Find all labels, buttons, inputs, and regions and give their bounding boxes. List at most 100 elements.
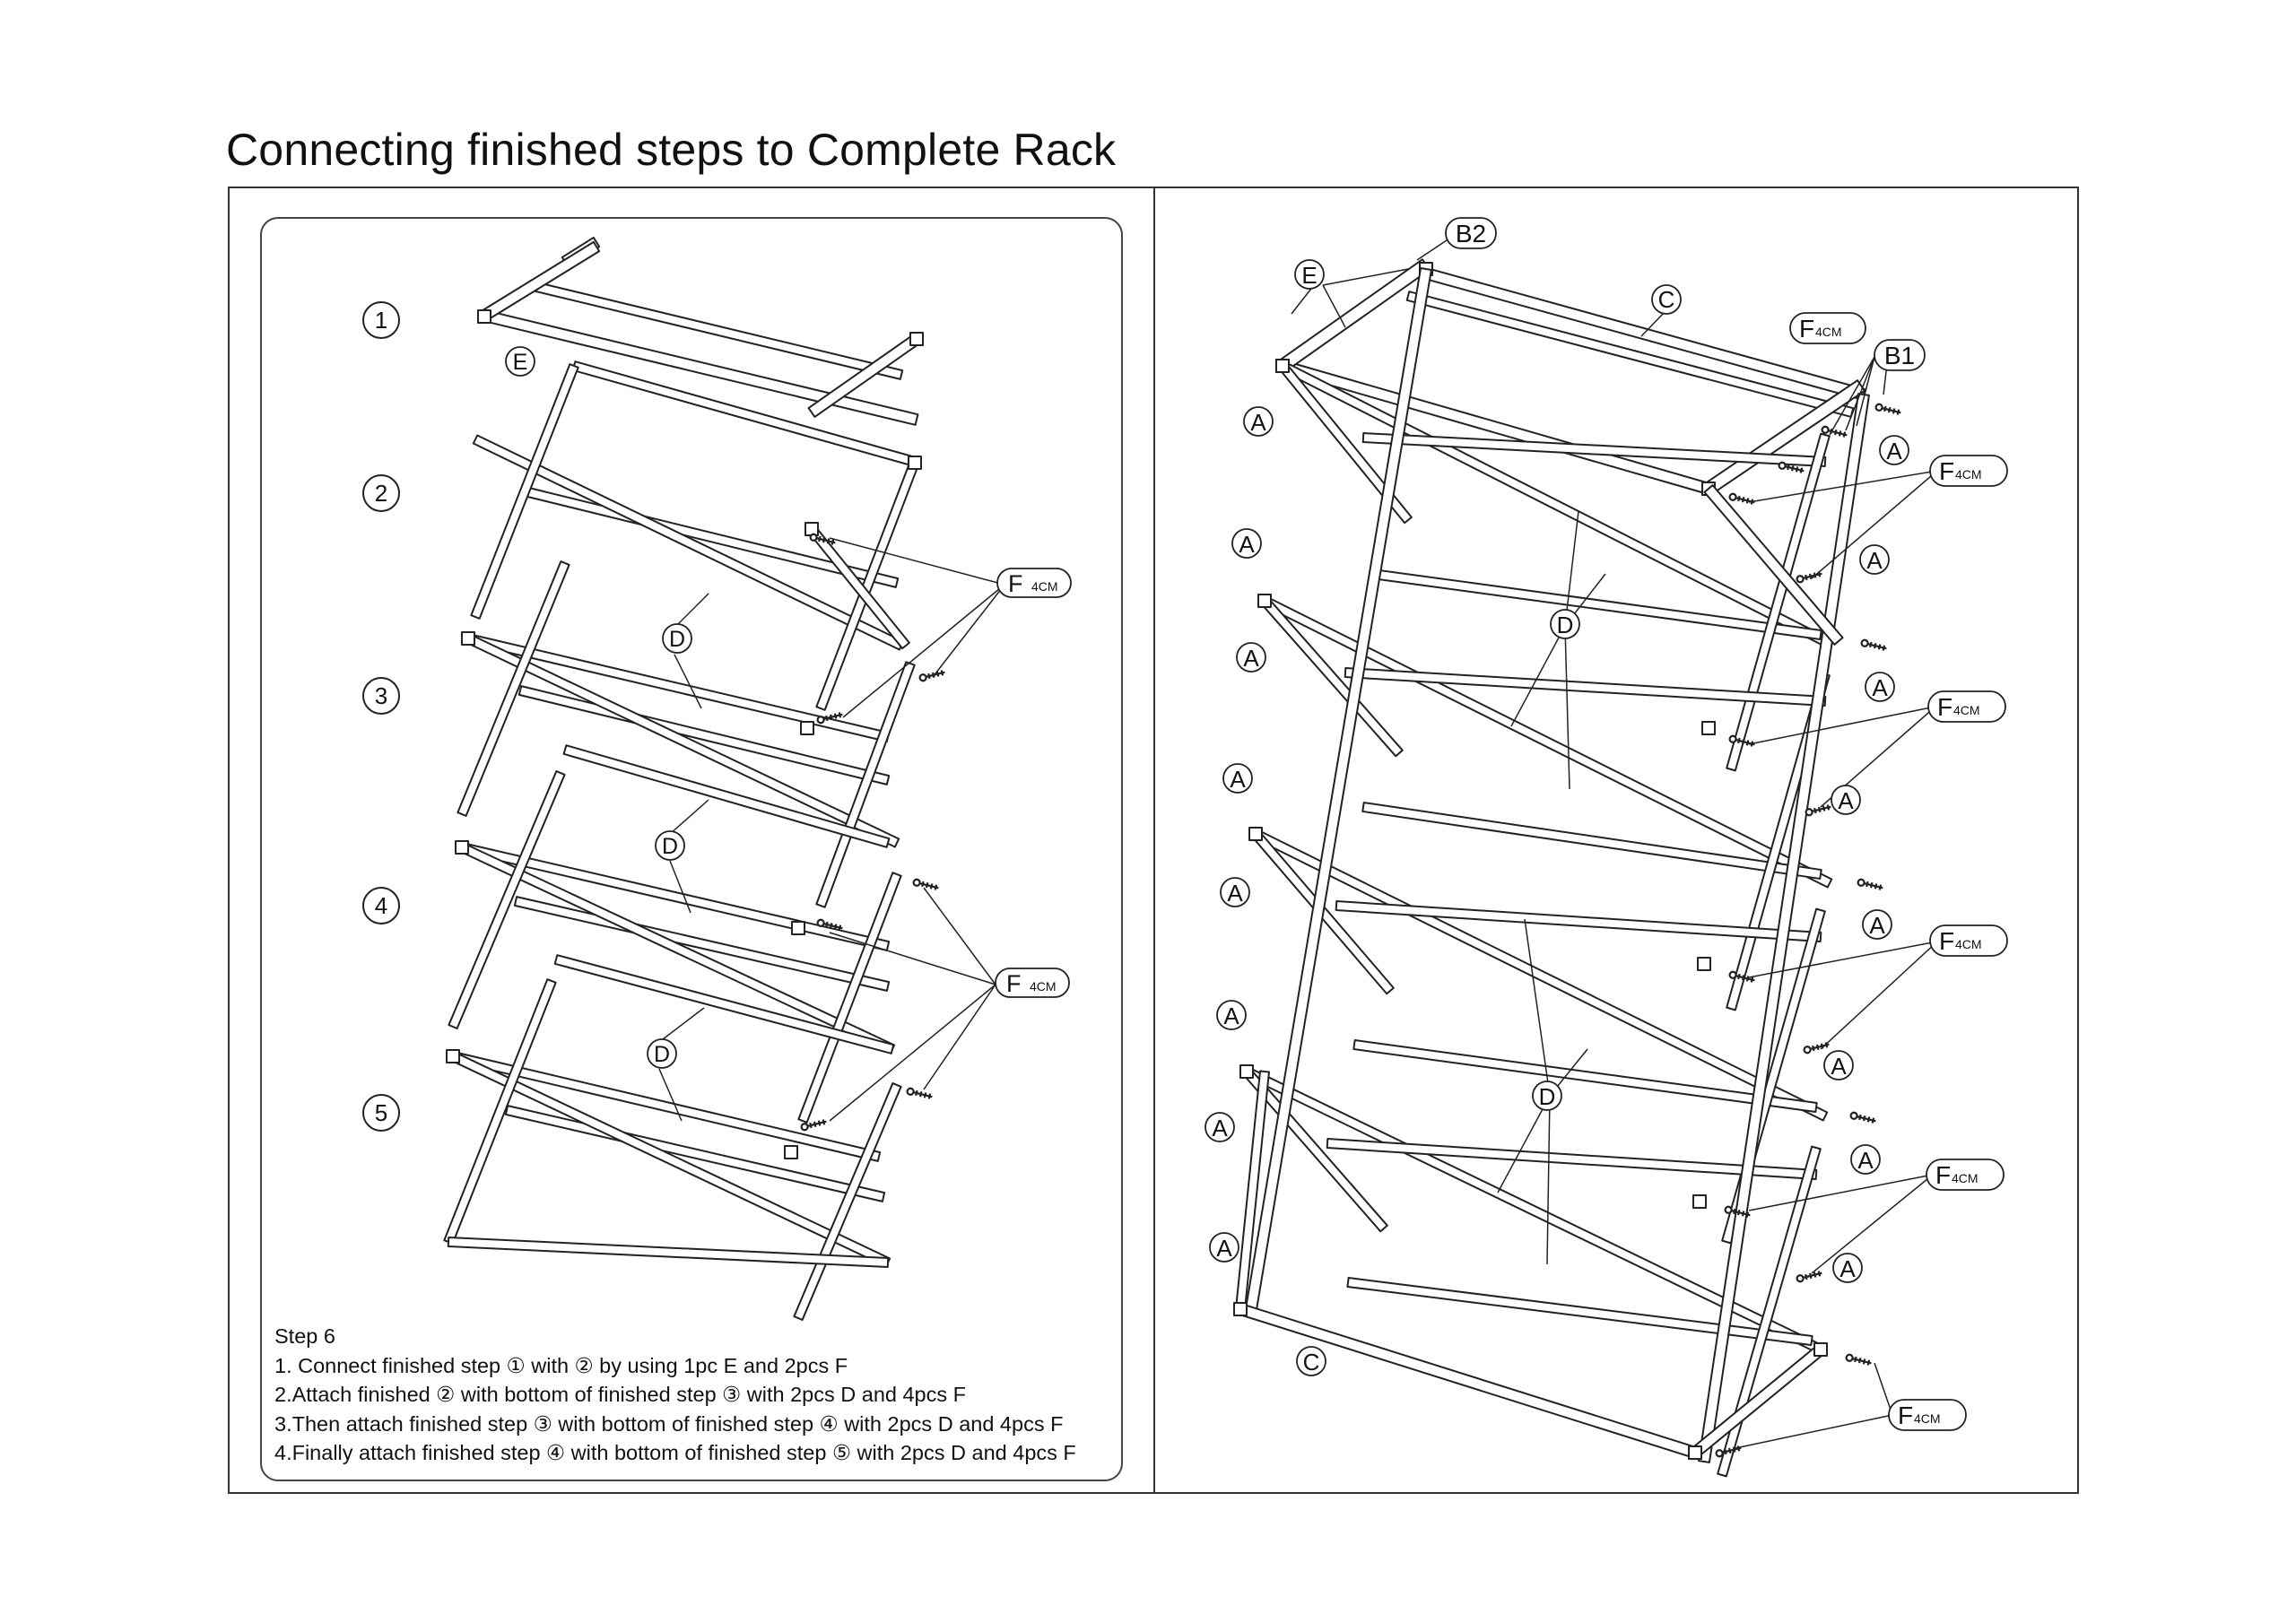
end-cap [1697,957,1711,971]
rail-3-low [562,744,891,848]
right-leader-lines [1291,234,1938,1449]
label-b1: B1 [1874,339,1926,371]
label-f-right-3: F 4CM [1929,924,2008,957]
svg-text:F: F [1006,970,1022,997]
svg-text:4CM: 4CM [1031,579,1058,594]
svg-text:D: D [654,1042,670,1067]
step-number-3: 3 [362,677,400,715]
svg-text:F: F [1935,1161,1951,1189]
instruction-line-3: 3.Then attach finished step ③ with botto… [274,1411,1064,1436]
shelf-rail-low-4 [1346,1277,1813,1346]
svg-text:B1: B1 [1884,342,1915,369]
label-a-1: A [1243,406,1274,437]
rail-4-mid [513,896,891,992]
end-cap [1233,1302,1248,1316]
svg-text:A: A [1239,531,1255,558]
label-a-13: A [1862,909,1892,940]
svg-text:C: C [1303,1349,1320,1376]
leg-right-1 [1726,432,1831,772]
left-upright [1245,267,1432,1311]
label-a-11: A [1865,672,1895,702]
svg-text:F: F [1937,693,1952,721]
svg-text:5: 5 [375,1099,387,1126]
end-cap [1701,721,1716,735]
label-f-left-2: F 4CM [995,968,1070,998]
label-a-9: A [1879,435,1909,465]
instruction-line-1: 1. Connect finished step ① with ② by usi… [274,1353,848,1377]
label-e-right: E [1294,259,1325,290]
leg-4-right [797,872,902,1124]
leg-5-right [793,1082,902,1321]
svg-text:A: A [1872,674,1888,701]
top-rail-2 [1405,291,1855,418]
right-upright [1698,393,1870,1463]
end-cap [1688,1445,1702,1460]
end-cap [455,840,469,855]
end-cap [1248,827,1263,841]
end-cap [804,522,819,536]
svg-text:A: A [1216,1235,1232,1262]
svg-text:E: E [513,350,528,375]
svg-text:F: F [1008,570,1023,597]
label-a-7: A [1205,1112,1235,1142]
svg-text:F: F [1799,315,1814,343]
label-a-10: A [1859,544,1890,575]
svg-text:4CM: 4CM [1953,703,1980,717]
svg-text:B2: B2 [1456,220,1486,247]
label-a-3: A [1236,642,1266,673]
label-f-right-2: F 4CM [1927,690,2006,723]
end-cap [784,1145,798,1159]
svg-text:C: C [1658,286,1675,313]
cross-5 [449,1051,891,1268]
label-e-left: E [505,346,535,377]
label-d-left-2: D [655,830,685,861]
end-cap [909,332,924,346]
right-brace-top [1703,484,1844,646]
svg-text:E: E [1301,262,1317,289]
shelf-rail-3 [1335,900,1822,942]
svg-text:A: A [1866,547,1883,574]
end-cap [800,721,814,735]
instructions: Step 6 1. Connect finished step ① with ②… [274,1322,1118,1468]
svg-text:2: 2 [375,480,387,507]
label-c-top: C [1651,284,1682,315]
svg-text:4CM: 4CM [1952,1171,1979,1185]
svg-text:A: A [1227,880,1243,907]
shelf-rail-4 [1326,1138,1818,1180]
step-number-2: 2 [362,474,400,512]
svg-text:A: A [1838,787,1854,814]
end-cap [908,456,922,470]
svg-text:A: A [1857,1147,1874,1174]
label-d-left-3: D [647,1038,677,1069]
label-f-right-4: F 4CM [1926,1159,2005,1191]
svg-text:D: D [1539,1083,1556,1110]
svg-text:A: A [1886,438,1902,464]
svg-text:4CM: 4CM [1955,467,1982,482]
label-c-bottom: C [1296,1346,1326,1376]
svg-text:4CM: 4CM [1815,325,1842,339]
instructions-heading: Step 6 [274,1324,335,1348]
step-number-4: 4 [362,887,400,924]
instruction-line-4: 4.Finally attach finished step ④ with bo… [274,1441,1076,1464]
step-number-1: 1 [362,301,400,339]
end-cap [1692,1194,1707,1209]
exploded-view-panel [260,217,1123,1481]
end-cap [477,309,491,324]
left-part-labels: E D D D F 4CM F 4CM [505,346,1072,1069]
cross-rail-1 [1279,360,1833,649]
svg-text:D: D [669,627,685,652]
svg-text:4CM: 4CM [1955,937,1982,951]
label-a-2: A [1231,528,1262,559]
shelf-rail-low-2 [1361,802,1822,880]
label-a-5: A [1220,877,1250,907]
svg-text:F: F [1898,1402,1913,1429]
svg-text:4: 4 [375,892,387,919]
svg-text:A: A [1230,766,1246,793]
svg-text:4CM: 4CM [1030,979,1057,994]
end-cap [1239,1064,1254,1079]
step-number-5: 5 [362,1094,400,1132]
svg-text:D: D [662,834,678,859]
svg-text:A: A [1223,1002,1239,1029]
leg-right-4 [1717,1145,1822,1478]
